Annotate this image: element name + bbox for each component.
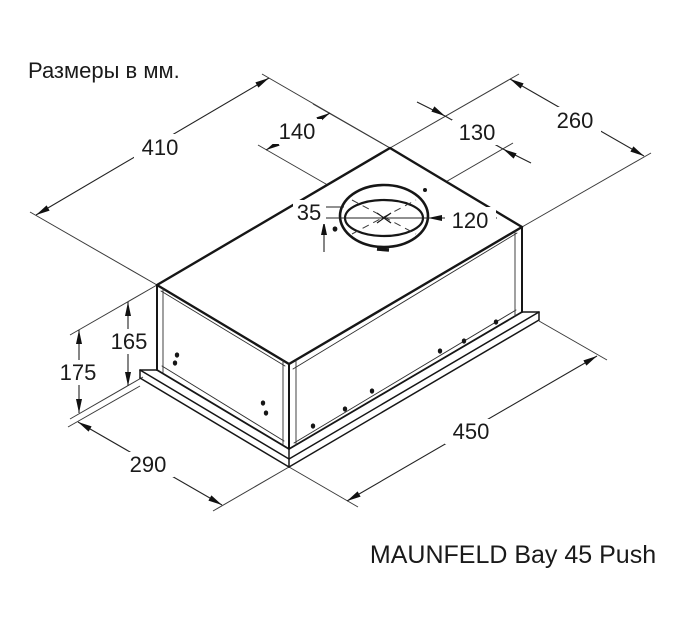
hood-body: [139, 146, 540, 468]
duct-side-dot: [332, 226, 338, 232]
arrow-290-right: [208, 495, 222, 505]
arrow-450-left: [347, 491, 361, 501]
arrow-260-right: [630, 146, 644, 156]
ext-290-left: [67, 385, 141, 428]
hole: [260, 400, 266, 406]
arrow-175-bottom: [76, 399, 82, 413]
hole: [174, 352, 180, 358]
arrow-175-top: [76, 330, 82, 344]
model-caption: MAUNFELD Bay 45 Push: [370, 541, 656, 569]
seam-front-top: [292, 232, 518, 370]
ext-heights-bottom: [69, 376, 144, 420]
arrow-130-lower: [503, 149, 517, 159]
edge-front-bottom: [288, 311, 523, 450]
dim-label-410: 410: [142, 135, 179, 160]
seam-left-top: [160, 290, 286, 367]
arrow-120: [428, 215, 442, 221]
arrow-260-left: [510, 79, 524, 89]
hole: [493, 319, 499, 325]
panel-seams: [160, 230, 518, 446]
flange-outer-bottom-left: [139, 377, 290, 468]
top-face: [155, 146, 524, 366]
hole: [263, 410, 269, 416]
mounting-holes: [172, 188, 499, 429]
dim-label-290: 290: [130, 452, 167, 477]
hole: [342, 406, 348, 412]
edge-left-bottom: [156, 369, 290, 450]
dim-label-175: 175: [60, 360, 97, 385]
arrow-290-left: [78, 422, 92, 432]
extension-lines: [29, 73, 652, 512]
hole: [461, 338, 467, 344]
dim-label-165: 165: [111, 329, 148, 354]
flange-outer-bottom-front: [288, 319, 540, 468]
ext-heights-top: [69, 284, 158, 336]
arrow-410-left: [36, 205, 50, 215]
dim-label-140: 140: [279, 119, 316, 144]
ext-260-right: [521, 152, 652, 228]
ext-290-right: [212, 466, 290, 512]
arrow-165-top: [125, 302, 131, 316]
hole-top-face: [423, 188, 427, 192]
duct-center-mark-2: [351, 199, 417, 235]
duct-bottom-mark: [376, 247, 390, 252]
dim-label-130: 130: [459, 120, 496, 145]
arrow-165-bottom: [125, 372, 131, 386]
seam-left-bottom: [161, 365, 285, 442]
ext-450-left: [288, 466, 359, 508]
arrow-35-up: [321, 221, 327, 235]
dim-label-450: 450: [453, 419, 490, 444]
flange-outer-top-front: [288, 311, 540, 460]
dim-label-260: 260: [557, 108, 594, 133]
ext-410-left: [29, 211, 158, 286]
arrow-130-upper: [431, 106, 445, 116]
hole: [172, 360, 178, 366]
duct-outer-ring: [338, 183, 430, 249]
flange-outer-top-left: [139, 369, 290, 460]
hole: [310, 423, 316, 429]
hole: [369, 388, 375, 394]
ext-top-edge-extended: [389, 73, 520, 149]
ext-140-back-edge: [312, 103, 391, 149]
dimension-labels: 410 140 130 260 35 120 165 175 290 450: [52, 107, 601, 477]
seam-front-bottom: [293, 309, 517, 444]
arrow-450-right: [583, 356, 597, 366]
units-title: Размеры в мм.: [28, 58, 180, 83]
dim-label-120: 120: [452, 208, 489, 233]
arrow-410-right: [255, 78, 269, 88]
bottom-flange: [139, 311, 540, 468]
ext-450-right: [538, 320, 608, 361]
dim-label-35: 35: [297, 200, 321, 225]
hole: [437, 348, 443, 354]
